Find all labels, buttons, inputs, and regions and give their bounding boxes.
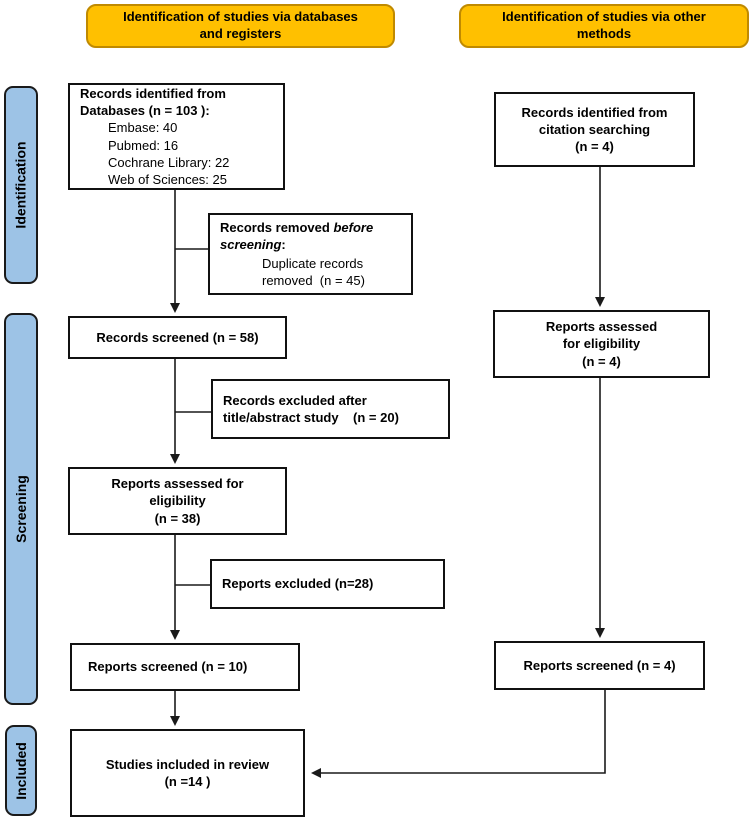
- reports-screened-right-box: Reports screened (n = 4): [494, 641, 705, 690]
- source-embase: Embase: 40: [108, 120, 178, 136]
- records-screened-box: Records screened (n = 58): [68, 316, 287, 359]
- before-screening-italic: before screening: [220, 220, 377, 253]
- stage-identification: Identification: [4, 86, 38, 284]
- reports-assessed-box: Reports assessed for eligibility (n = 38…: [68, 467, 287, 535]
- header-databases-registers: Identification of studies via databases …: [86, 4, 395, 48]
- records-removed-detail: Duplicate records removed (n = 45): [262, 255, 365, 288]
- records-removed-title: Records removed before screening:: [220, 220, 377, 253]
- studies-included-box: Studies included in review (n =14 ): [70, 729, 305, 817]
- stage-included: Included: [5, 725, 37, 816]
- reports-assessed-right-box: Reports assessed for eligibility (n = 4): [493, 310, 710, 378]
- records-identified-title: Records identified from Databases (n = 1…: [80, 86, 226, 119]
- source-cochrane: Cochrane Library: 22: [108, 154, 230, 170]
- records-citation-box: Records identified from citation searchi…: [494, 92, 695, 167]
- records-excluded-box: Records excluded after title/abstract st…: [211, 379, 450, 439]
- records-removed-box: Records removed before screening: Duplic…: [208, 213, 413, 295]
- stage-identification-label: Identification: [13, 141, 29, 229]
- reports-screened-box: Reports screened (n = 10): [70, 643, 300, 691]
- stage-screening-label: Screening: [13, 475, 30, 543]
- stage-included-label: Included: [13, 741, 29, 800]
- reports-excluded-box: Reports excluded (n=28): [210, 559, 445, 609]
- source-web-of-sciences: Web of Sciences: 25: [108, 171, 227, 187]
- source-pubmed: Pubmed: 16: [108, 137, 179, 153]
- stage-screening: Screening: [4, 313, 38, 705]
- header-other-methods: Identification of studies via other meth…: [459, 4, 749, 48]
- records-identified-box: Records identified from Databases (n = 1…: [68, 83, 285, 190]
